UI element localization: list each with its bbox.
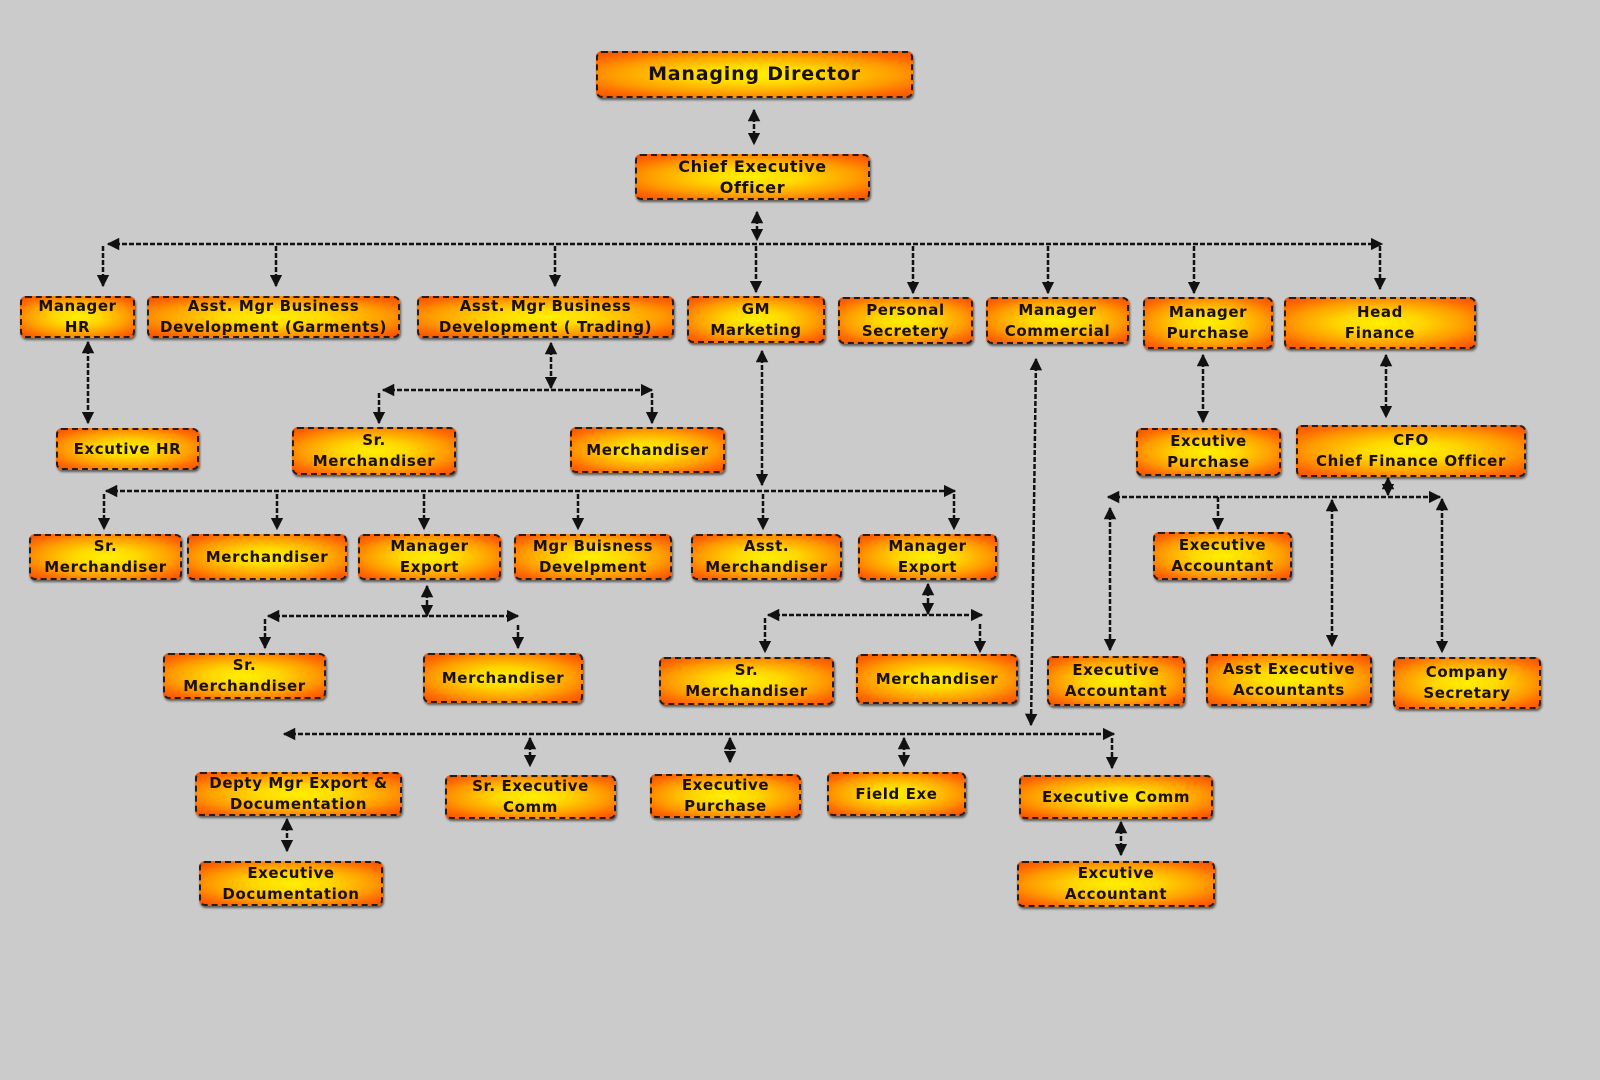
box-manager-export-1: Manager Export [358,534,501,580]
box-mkt-merchandiser: Merchandiser [187,534,347,580]
box-comm-executive-purchase: Executive Purchase [650,774,801,818]
box-asst-executive-accountants: Asst Executive Accountants [1206,654,1372,706]
box-manager-commercial: Manager Commercial [986,297,1129,344]
box-fin-executive-accountant: Executive Accountant [1047,656,1185,706]
box-managing-director: Managing Director [596,51,913,98]
box-export1-merchandiser: Merchandiser [423,653,583,703]
box-field-exe: Field Exe [827,772,966,816]
box-gm-marketing: GM Marketing [687,296,825,343]
connector-group [81,108,1449,857]
box-manager-hr: Manager HR [20,296,135,338]
box-export1-sr-merchandiser: Sr. Merchandiser [163,653,326,699]
box-head-finance: Head Finance [1284,297,1476,349]
box-mgr-business-development: Mgr Buisness Develpment [514,534,672,580]
box-mkt-sr-merchandiser: Sr. Merchandiser [29,534,182,580]
box-export2-merchandiser: Merchandiser [856,654,1018,704]
connector-line-40 [1024,357,1043,727]
box-excutive-purchase: Excutive Purchase [1136,428,1281,476]
box-executive-comm: Executive Comm [1019,775,1213,819]
box-fin-executive-accountant-top: Executive Accountant [1153,532,1292,580]
box-manager-purchase: Manager Purchase [1143,297,1273,349]
box-company-secretary: Company Secretary [1393,657,1541,709]
box-asst-mgr-bd-garments: Asst. Mgr Business Development (Garments… [147,296,400,338]
box-trading-sr-merchandiser: Sr. Merchandiser [292,427,456,475]
box-export2-sr-merchandiser: Sr. Merchandiser [659,657,834,705]
box-excutive-hr: Excutive HR [56,428,199,470]
box-executive-documentation: Executive Documentation [199,861,383,906]
box-asst-merchandiser: Asst. Merchandiser [691,534,842,580]
box-comm-excutive-accountant: Excutive Accountant [1017,861,1215,907]
box-personal-secretary: Personal Secretery [838,297,973,344]
box-chief-executive-officer: Chief Executive Officer [635,154,870,200]
box-asst-mgr-bd-trading: Asst. Mgr Business Development ( Trading… [417,296,674,338]
box-trading-merchandiser: Merchandiser [570,427,725,473]
box-deputy-mgr-export-documentation: Depty Mgr Export & Documentation [195,772,402,816]
box-manager-export-2: Manager Export [858,534,997,580]
box-sr-executive-comm: Sr. Executive Comm [445,775,616,819]
box-cfo: CFO Chief Finance Officer [1296,425,1526,477]
